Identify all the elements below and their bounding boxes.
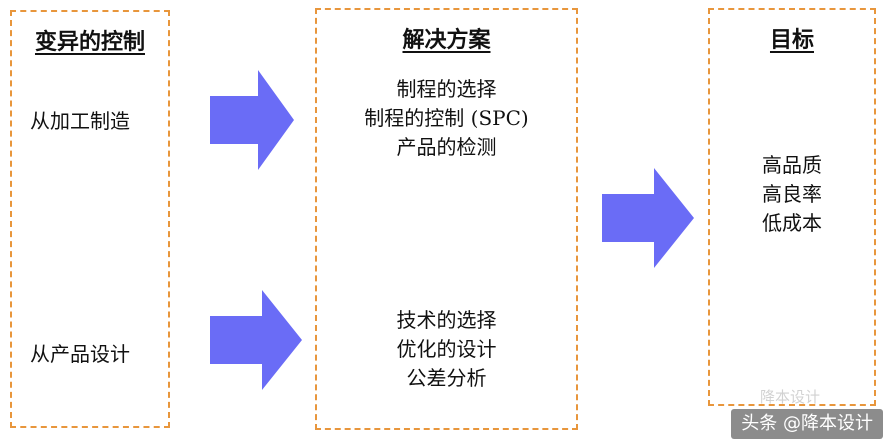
tolerance-analysis-text: 公差分析 bbox=[406, 366, 487, 390]
high-yield-text: 高良率 bbox=[762, 182, 822, 206]
faint-watermark-text: 降本设计 bbox=[760, 388, 821, 406]
process-selection-text: 制程的选择 bbox=[396, 77, 497, 101]
variation-control-box: 变异的控制 bbox=[10, 10, 170, 428]
goals-list: 高品质 高良率 低成本 bbox=[710, 151, 874, 238]
from-manufacturing-label: 从加工制造 bbox=[30, 109, 130, 133]
from-product-design-label: 从产品设计 bbox=[30, 342, 130, 366]
technology-selection-text: 技术的选择 bbox=[396, 308, 497, 332]
goals-box: 目标 高品质 高良率 低成本 bbox=[708, 8, 876, 406]
high-quality-text: 高品质 bbox=[762, 153, 822, 177]
variation-control-title: 变异的控制 bbox=[34, 29, 145, 55]
solutions-title: 解决方案 bbox=[402, 27, 491, 53]
arrow-right-icon bbox=[602, 168, 694, 268]
solutions-box: 解决方案 制程的选择 制程的控制 (SPC) 产品的检测 技术的选择 优化的设计… bbox=[315, 8, 578, 430]
optimized-design-text: 优化的设计 bbox=[396, 337, 497, 361]
arrow-right-icon bbox=[210, 70, 294, 170]
low-cost-text: 低成本 bbox=[762, 211, 822, 235]
process-solutions-list: 制程的选择 制程的控制 (SPC) 产品的检测 bbox=[317, 75, 576, 162]
goals-title: 目标 bbox=[769, 27, 814, 53]
process-control-spc-text: 制程的控制 (SPC) bbox=[364, 106, 529, 130]
watermark-badge: 头条 @降本设计 bbox=[731, 409, 883, 439]
product-inspection-text: 产品的检测 bbox=[396, 135, 497, 159]
design-solutions-list: 技术的选择 优化的设计 公差分析 bbox=[317, 306, 576, 393]
arrow-right-icon bbox=[210, 290, 302, 390]
